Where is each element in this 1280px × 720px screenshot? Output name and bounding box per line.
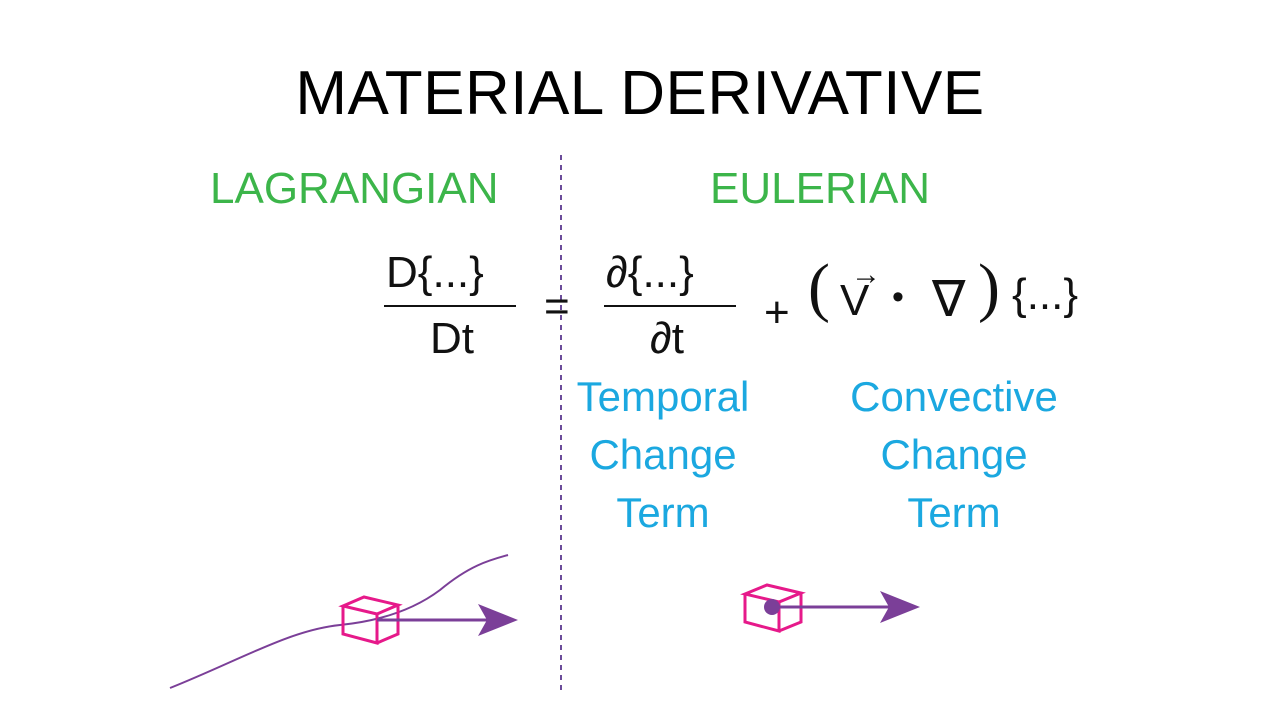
eulerian-heading: EULERIAN — [710, 164, 931, 213]
vector-arrow: → — [851, 258, 881, 291]
fluid-parcel-cube-icon — [740, 583, 806, 633]
partial-numerator: ∂{...} — [606, 248, 694, 297]
label-line: Term — [616, 489, 710, 536]
velocity-arrow — [377, 604, 518, 636]
dot-operator: • — [892, 278, 904, 316]
temporal-change-label: Temporal Change Term — [563, 368, 763, 542]
lhs-numerator: D{...} — [386, 248, 484, 297]
partial-fraction-bar — [604, 305, 736, 307]
label-line: Term — [907, 489, 1001, 536]
lhs-fraction-bar — [384, 305, 516, 307]
velocity-vector: V — [840, 276, 870, 325]
label-line: Convective — [850, 373, 1058, 420]
lagrangian-heading: LAGRANGIAN — [210, 164, 499, 213]
lhs-denominator: Dt — [430, 314, 474, 363]
plus-sign: + — [764, 288, 790, 337]
close-paren: ) — [978, 251, 1000, 324]
nabla-operator: ∇ — [932, 271, 966, 327]
equals-sign: = — [544, 282, 570, 331]
label-line: Change — [880, 431, 1028, 478]
velocity-arrow — [772, 591, 920, 623]
fluid-parcel-cube-icon — [338, 595, 403, 645]
partial-denominator: ∂t — [650, 314, 684, 363]
open-paren: ( — [808, 251, 830, 324]
operand: {...} — [1012, 270, 1079, 319]
label-line: Change — [589, 431, 737, 478]
label-line: Temporal — [576, 373, 750, 420]
page-title: MATERIAL DERIVATIVE — [295, 59, 985, 128]
convective-change-label: Convective Change Term — [828, 368, 1080, 542]
